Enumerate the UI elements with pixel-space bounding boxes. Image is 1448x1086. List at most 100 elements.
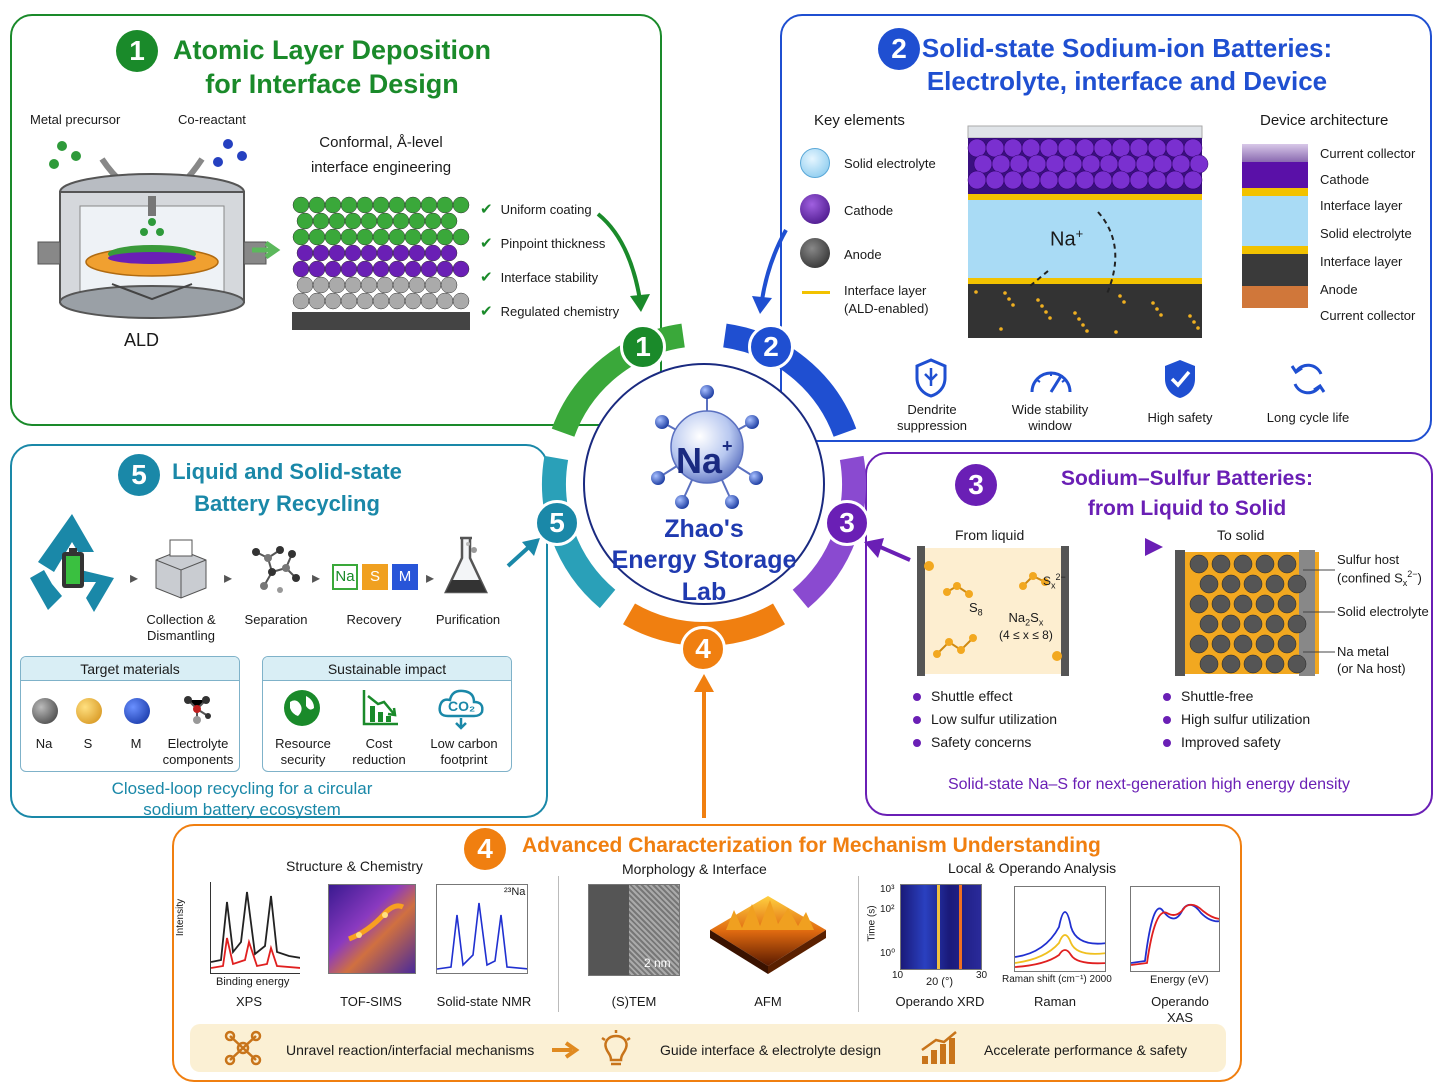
liquid-bullet: Safety concerns <box>913 734 1031 750</box>
panel-sodium-sulfur: 3 Sodium–Sulfur Batteries: from Liquid t… <box>865 452 1433 816</box>
technique-line: Operando <box>1151 994 1209 1009</box>
check-icon: ✔ <box>480 235 493 252</box>
nmr-label: ²³Na <box>504 886 526 898</box>
feature-line: window <box>1028 418 1072 434</box>
bullet-dot <box>913 739 921 748</box>
na-charge: + <box>1075 226 1084 241</box>
atom <box>452 196 470 214</box>
ring-number-5: 5 <box>534 500 580 546</box>
xps-plot <box>210 882 300 974</box>
technique-label: XPS <box>235 994 262 1009</box>
panel-title: Advanced Characterization for Mechanism … <box>522 834 1101 857</box>
technique-label: Operando XAS <box>1138 994 1222 1025</box>
sulfur-host-sup: 2− <box>1407 568 1418 579</box>
step-line: Recovery <box>346 612 402 627</box>
lab-title-line: Energy Storage <box>611 546 797 575</box>
sx-label: Sx2− <box>1043 572 1066 590</box>
na-symbol: Na <box>1050 228 1076 251</box>
anode-dot <box>999 327 1003 331</box>
ald-reactor-illustration <box>37 139 267 319</box>
flow-text: Guide interface & electrolyte design <box>660 1042 882 1058</box>
feature-line: Long cycle life <box>1266 410 1350 425</box>
layer-interface <box>1242 246 1308 254</box>
sx-symbol: S <box>1043 574 1052 588</box>
impact-line: Resource <box>275 736 331 751</box>
panel-number-3: 3 <box>955 464 997 506</box>
anode-dot <box>1192 320 1196 324</box>
liquid-bullet: Low sulfur utilization <box>913 711 1057 727</box>
s8-label: S8 <box>969 600 983 618</box>
check-item: ✔Pinpoint thickness <box>480 234 605 252</box>
step-line: Collection & <box>146 612 216 627</box>
bullet-text: Shuttle-free <box>1181 688 1254 704</box>
panel-title: Liquid and Solid-state Battery Recycling <box>162 458 412 517</box>
check-item: ✔Regulated chemistry <box>480 302 619 320</box>
anode-dot <box>1122 300 1126 304</box>
anode-dot <box>1007 297 1011 301</box>
electrolyte-particle <box>1211 634 1231 654</box>
check-icon: ✔ <box>480 303 493 320</box>
electrolyte-particle <box>1189 594 1209 614</box>
device-layer-label: Interface layer <box>1320 254 1403 269</box>
sulfur-host-sub: x <box>1402 577 1408 588</box>
anode-dot <box>1003 291 1007 295</box>
electrolyte-particle <box>1233 594 1253 614</box>
target-materials-title: Target materials <box>21 657 239 681</box>
key-elements-title: Key elements <box>814 112 905 129</box>
group-title: Morphology & Interface <box>622 861 767 877</box>
panel-number-5: 5 <box>118 454 160 496</box>
step-line: Separation <box>244 612 308 627</box>
anode-dot <box>1073 311 1077 315</box>
layer-interface <box>1242 188 1308 196</box>
ring-number-3: 3 <box>824 500 870 546</box>
layer-anode <box>1242 254 1308 286</box>
sustainable-impact-box: Sustainable impact <box>262 656 512 772</box>
device-architecture-title: Device architecture <box>1260 112 1389 129</box>
electrolyte-particle <box>1211 594 1231 614</box>
bullet-dot <box>1163 693 1171 702</box>
conformal-label: Conformal, Å-level interface engineering <box>297 134 465 178</box>
electrolyte-particle <box>1265 614 1285 634</box>
shield-icon <box>915 358 947 398</box>
metal-precursor-label: Metal precursor <box>30 112 121 127</box>
check-label: Interface stability <box>500 270 599 285</box>
device-layer-label: Interface layer <box>1320 198 1403 213</box>
electrolyte-particle <box>1199 654 1219 674</box>
electrolyte-particle <box>1199 614 1219 634</box>
flask-icon <box>444 536 488 594</box>
na-ion-label: Na+ <box>1050 226 1083 252</box>
flow-banner <box>190 1024 1226 1072</box>
xrd-heatmap <box>900 884 982 970</box>
afm-image <box>710 896 826 974</box>
liquid-bullet: Shuttle effect <box>913 688 1012 704</box>
electrolyte-particle <box>1255 554 1275 574</box>
technique-label: Operando XRD <box>895 994 985 1009</box>
target-line: S <box>83 736 93 751</box>
panel-recycling: 5 Liquid and Solid-state Battery Recycli… <box>10 444 548 819</box>
key-element-label: Cathode <box>844 203 894 218</box>
device-layer-label: Cathode <box>1320 172 1370 187</box>
center-ion-symbol: Na <box>676 440 723 481</box>
anode-dot <box>1159 313 1163 317</box>
electrolyte-particle <box>1189 554 1209 574</box>
lab-title-line: Zhao's <box>664 515 744 543</box>
electrolyte-molecule-icon <box>184 696 211 724</box>
anode-dot <box>1196 326 1200 330</box>
solid-cell-illustration <box>1175 550 1319 676</box>
key-element-label: Solid electrolyte <box>844 156 936 171</box>
na2sx-label: Na2Sx (4 ≤ x ≤ 8) <box>999 610 1053 642</box>
gauge-icon <box>1030 371 1072 393</box>
feature-line: Wide stability <box>1011 402 1089 417</box>
tem-image <box>588 884 680 976</box>
panel-number-1: 1 <box>116 30 158 72</box>
raman-xlabel: Raman shift (cm⁻¹) 2000 <box>1002 974 1112 985</box>
tem-dark-corner <box>589 885 629 975</box>
feature-line: Dendrite <box>907 402 957 417</box>
sx-sup: 2− <box>1055 572 1066 582</box>
group-divider <box>858 876 859 1012</box>
bullet-dot <box>1163 739 1171 748</box>
to-solid-label: To solid <box>1217 527 1265 543</box>
na2-sub: 2 <box>1025 617 1031 628</box>
